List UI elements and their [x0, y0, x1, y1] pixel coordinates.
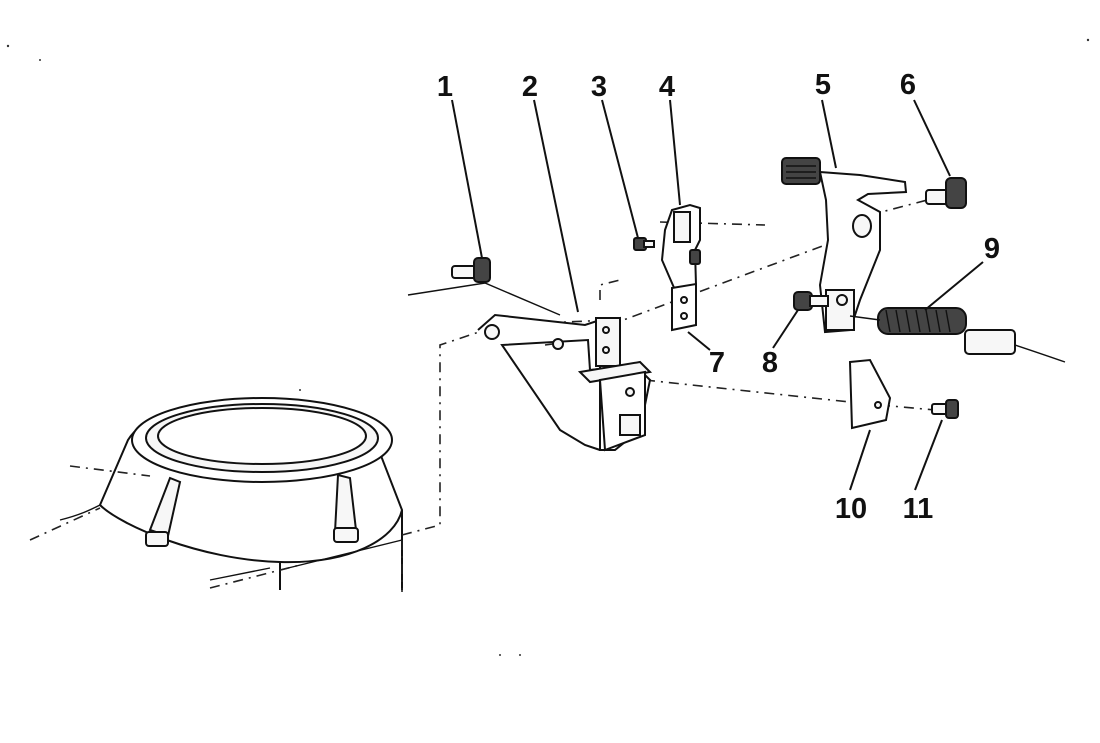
- callout-11: 11: [903, 493, 934, 525]
- part-10-plate: [848, 358, 892, 430]
- callout-2: 2: [522, 71, 538, 103]
- leader-lines: [451, 99, 984, 491]
- part-11-screw: [931, 399, 959, 419]
- part-9-cable: [849, 307, 1066, 363]
- scan-speckle: [6, 38, 1090, 656]
- engine-housing: [59, 397, 404, 590]
- part-5-control-lever: [781, 157, 908, 334]
- part-4-lever: [660, 203, 701, 332]
- callout-labels: 1 2 3 4 5 6 7 8 9 10 11: [437, 69, 1000, 525]
- callout-10: 10: [835, 493, 867, 525]
- part-8-screw: [793, 291, 829, 311]
- part-6-bolt: [925, 177, 967, 209]
- part-1-bolt: [451, 257, 491, 283]
- callout-5: 5: [815, 69, 831, 101]
- callout-1: 1: [437, 71, 453, 103]
- callout-4: 4: [659, 71, 675, 103]
- callout-6: 6: [900, 69, 916, 101]
- callout-7: 7: [709, 347, 725, 379]
- callout-8: 8: [762, 347, 778, 379]
- callout-3: 3: [591, 71, 607, 103]
- callout-9: 9: [984, 233, 1000, 265]
- part-2-bracket: [477, 313, 653, 452]
- part-3-screw: [633, 237, 655, 251]
